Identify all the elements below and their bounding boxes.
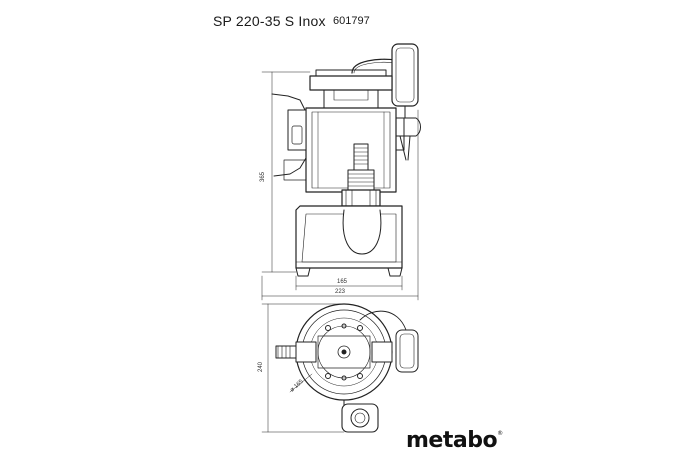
- logo-text: metabo: [406, 428, 498, 453]
- article-number: 601797: [333, 15, 370, 27]
- dim-overall-width: 223: [335, 289, 346, 295]
- side-view: [261, 43, 421, 301]
- top-view: [261, 303, 419, 433]
- dim-base-width: 165: [337, 279, 348, 285]
- dim-depth: 240: [258, 361, 264, 372]
- registered-mark: ®: [497, 430, 503, 437]
- dim-height: 365: [260, 171, 266, 182]
- dim-diameter: ø 165: [289, 378, 305, 393]
- metabo-logo: metabo®: [406, 428, 503, 453]
- product-title: SP 220-35 S Inox: [213, 13, 326, 29]
